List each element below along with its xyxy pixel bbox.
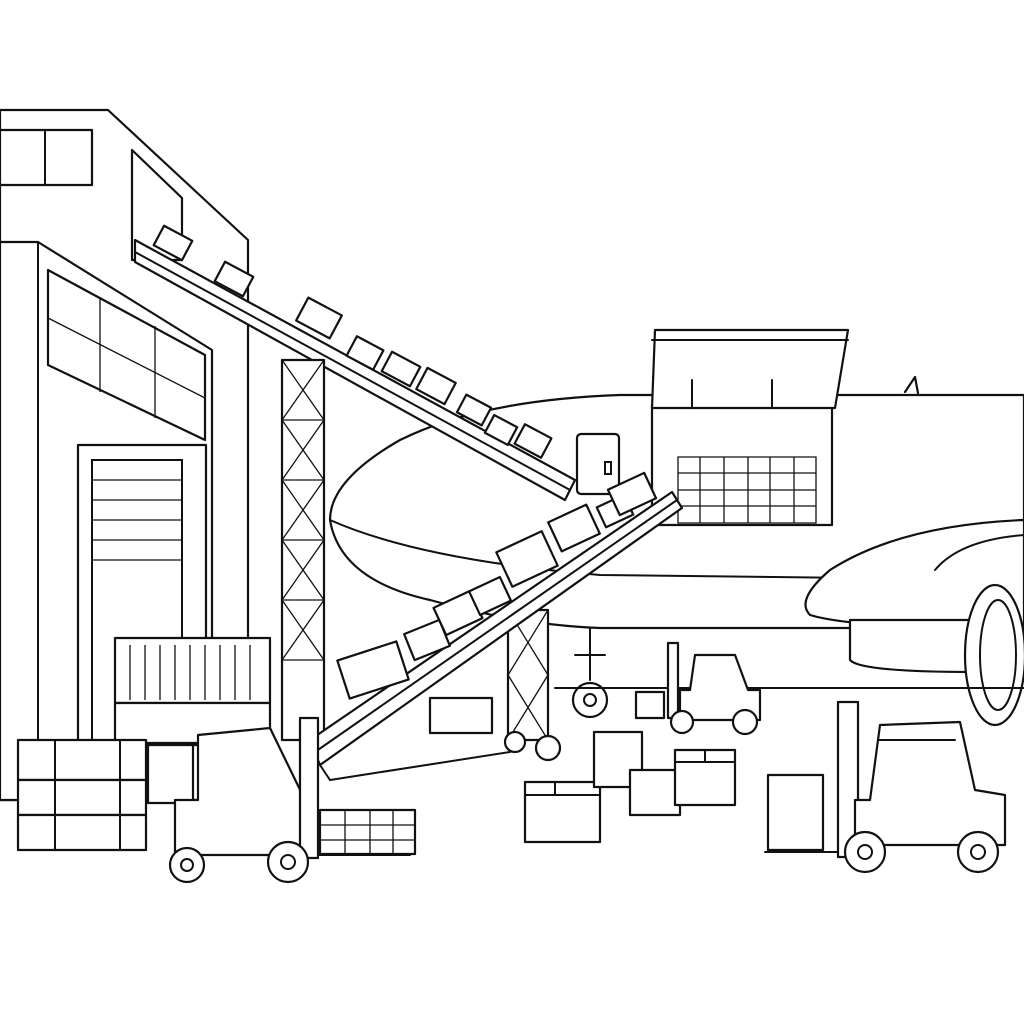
box-stack-left: [18, 740, 193, 850]
landing-gear: [573, 628, 607, 717]
warehouse-window-band: [48, 270, 205, 440]
airplane-tail-fin: [905, 377, 918, 393]
lower-conveyor: [310, 473, 682, 780]
cargo-hold: [652, 330, 848, 525]
cargo-door-open: [652, 330, 848, 408]
forklift-right: [765, 702, 1005, 872]
conveyor-boxes-upper: [154, 226, 552, 458]
forklift-middle: [636, 643, 760, 734]
airplane-engine: [850, 620, 975, 672]
airplane-door: [577, 434, 619, 494]
warehouse: [0, 110, 248, 800]
conveyor-boxes-lower: [337, 473, 656, 699]
forklift-left: [170, 718, 415, 882]
shipping-container: [115, 638, 270, 743]
loose-boxes: [430, 698, 735, 842]
upper-conveyor: [135, 226, 575, 500]
conveyor-support-tower: [282, 360, 560, 760]
